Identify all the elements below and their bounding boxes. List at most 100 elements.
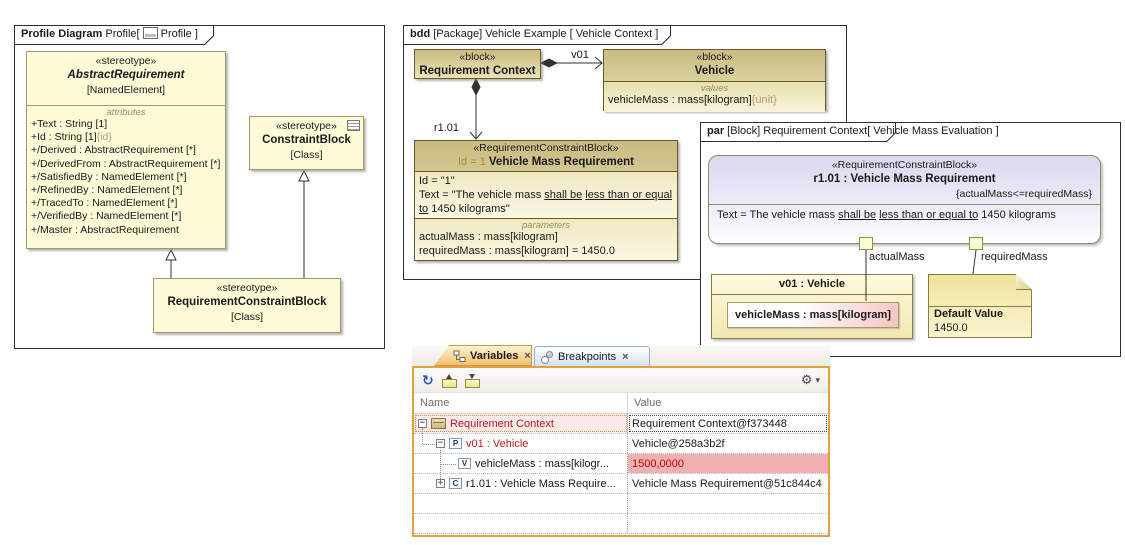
variable-value[interactable]: Vehicle Mass Requirement@51c844c4	[632, 477, 822, 490]
column-header-name[interactable]: Name	[414, 393, 628, 413]
panel-body: ↻ ⚙ ▾ Name Value − Requirement Context	[412, 366, 830, 537]
default-value-note[interactable]: Default Value 1450.0	[928, 274, 1032, 338]
port-required-mass[interactable]	[969, 237, 983, 250]
tree-connector	[422, 428, 423, 444]
table-row-empty	[414, 494, 828, 514]
port-label-required-mass: requiredMass	[981, 251, 1048, 263]
attribute-row: +/Derived : AbstractRequirement [*]	[27, 144, 225, 157]
metaclass-label: [NamedElement]	[86, 84, 166, 96]
text-segment-underlined: shall be	[544, 189, 583, 201]
text-segment: 1450 kilograms"	[428, 203, 510, 215]
gear-icon[interactable]: ⚙	[800, 372, 813, 387]
attribute-text: +/Derived : AbstractRequirement [*]	[31, 144, 196, 157]
close-icon[interactable]: ×	[622, 350, 629, 363]
attribute-row: +/Master : AbstractRequirement	[27, 224, 225, 237]
tab-breakpoints[interactable]: Breakpoints ×	[534, 346, 650, 366]
stereotype-label: «stereotype»	[95, 55, 157, 67]
caret-down-icon[interactable]: ▾	[815, 374, 820, 385]
bdd-frame[interactable]: bdd [Package] Vehicle Example [ Vehicle …	[403, 25, 847, 280]
stereotype-constraint-block[interactable]: «stereotype» ConstraintBlock [Class]	[249, 116, 364, 170]
block-requirement-context[interactable]: «block» Requirement Context	[414, 49, 541, 79]
variables-panel: Variables × Breakpoints × ↻ ⚙ ▾ Name	[412, 345, 830, 537]
value-binding-vehicle-mass[interactable]: vehicleMass : mass[kilogram]	[727, 302, 899, 328]
variable-name: Requirement Context	[450, 417, 554, 430]
frame-kind: bdd	[410, 28, 431, 40]
tree-connector	[440, 450, 441, 483]
note-value: 1450.0	[934, 322, 968, 334]
id-line: Id = "1"	[419, 175, 455, 187]
stereotype-label: «stereotype»	[276, 120, 337, 132]
frame-header-tab: bdd [Package] Vehicle Example [ Vehicle …	[403, 25, 671, 45]
close-icon[interactable]: ×	[524, 349, 531, 362]
attribute-text: +Id : String [1]	[31, 131, 97, 144]
column-header-value[interactable]: Value	[634, 397, 662, 409]
profile-diagram-frame[interactable]: Profile Diagram Profile[Profile ] «stere…	[14, 25, 385, 349]
vehicle-mass-requirement-block[interactable]: «RequirementConstraintBlock» Id = 1 Vehi…	[414, 140, 678, 261]
refresh-icon[interactable]: ↻	[422, 372, 434, 388]
attribute-row: +/DerivedFrom : AbstractRequirement [*]	[27, 158, 225, 171]
variable-name: vehicleMass : mass[kilogr...	[475, 457, 609, 470]
frame-header-text: bdd [Package] Vehicle Example [ Vehicle …	[403, 25, 671, 43]
constraint-expression: {actualMass<=requiredMass}	[956, 188, 1092, 200]
stereotype-requirement-constraint-block[interactable]: «stereotype» RequirementConstraintBlock …	[153, 278, 341, 333]
variable-value[interactable]: Vehicle@258a3b2f	[632, 437, 725, 450]
compartment-label: values	[700, 83, 729, 94]
id-prefix: Id = 1	[458, 156, 486, 168]
block-name: Requirement Context	[419, 65, 536, 77]
value-property: vehicleMass : mass[kilogram]{unit}	[604, 94, 825, 106]
variable-value[interactable]: 1500,0000	[628, 454, 828, 473]
part-v01-vehicle[interactable]: v01 : Vehicle vehicleMass : mass[kilogra…	[711, 274, 913, 339]
frame-header-text: Profile Diagram Profile[Profile ]	[14, 25, 214, 43]
attribute-text: +/RefinedBy : NamedElement [*]	[31, 184, 183, 197]
association-role-v01[interactable]: v01	[571, 49, 589, 61]
attributes-list: +Text : String [1] +Id : String [1]{id} …	[27, 118, 225, 237]
text-segment: Text = The vehicle mass	[717, 209, 839, 221]
tab-variables[interactable]: Variables ×	[434, 345, 532, 366]
text-segment: Text = "The vehicle mass	[419, 189, 545, 201]
expand-all-icon[interactable]	[441, 374, 457, 388]
stereotype-abstract-requirement[interactable]: «stereotype» AbstractRequirement [NamedE…	[26, 51, 226, 249]
tab-label: Breakpoints	[558, 350, 617, 363]
attribute-text: +/SatisfiedBy : NamedElement [*]	[31, 170, 187, 183]
table-row-empty	[414, 514, 828, 534]
port-actual-mass[interactable]	[859, 237, 873, 250]
variables-table: − Requirement Context Requirement Contex…	[414, 414, 828, 535]
constraint-property-r101[interactable]: «RequirementConstraintBlock» r1.01 : Veh…	[708, 155, 1101, 244]
metaclass-label: [Class]	[230, 311, 264, 323]
par-frame[interactable]: par [Block] Requirement Context[ Vehicle…	[700, 122, 1121, 357]
variable-name: r1.01 : Vehicle Mass Require...	[466, 477, 616, 490]
association-role-r101[interactable]: r1.01	[433, 122, 459, 134]
stereotype-label: «block»	[696, 51, 733, 63]
constraint-property-icon: C	[449, 478, 462, 489]
compartment-label: attributes	[106, 107, 146, 118]
variable-name: v01 : Vehicle	[466, 437, 529, 450]
table-header: Name Value	[414, 393, 828, 414]
collapse-all-icon[interactable]	[464, 374, 480, 388]
table-row[interactable]: − Requirement Context Requirement Contex…	[414, 414, 828, 434]
variables-tree-icon	[453, 350, 466, 362]
attribute-text: +/Master : AbstractRequirement	[31, 223, 179, 236]
note-title: Default Value	[934, 308, 1004, 320]
table-row[interactable]: + C r1.01 : Vehicle Mass Require... Vehi…	[414, 474, 828, 494]
attribute-row: +Id : String [1]{id}	[27, 131, 225, 144]
table-row[interactable]: − P v01 : Vehicle Vehicle@258a3b2f	[414, 434, 828, 454]
collapse-expander-icon[interactable]: −	[436, 438, 445, 448]
table-row[interactable]: V vehicleMass : mass[kilogr... 1500,0000	[414, 454, 828, 474]
block-name-line: Id = 1 Vehicle Mass Requirement	[415, 155, 677, 170]
tree-connector	[441, 464, 456, 465]
attribute-text: +/TracedTo : NamedElement [*]	[31, 197, 178, 210]
frame-subtitle-post: Profile ]	[160, 28, 198, 40]
frame-kind: par	[707, 125, 725, 137]
text-segment: 1450 kilograms	[978, 209, 1056, 221]
text-segment-underlined: shall be	[838, 209, 877, 221]
stereotype-label: «block»	[459, 51, 496, 63]
variable-value[interactable]: Requirement Context@f373448	[628, 414, 828, 433]
block-vehicle[interactable]: «block» Vehicle values vehicleMass : mas…	[603, 49, 826, 112]
port-label-actual-mass: actualMass	[869, 251, 925, 263]
stereotype-label: «RequirementConstraintBlock»	[473, 142, 619, 154]
stereotype-label: «RequirementConstraintBlock»	[831, 159, 978, 171]
collapse-expander-icon[interactable]: −	[418, 418, 427, 428]
attribute-row: +/VerifiedBy : NamedElement [*]	[27, 210, 225, 223]
tab-label: Variables	[470, 349, 519, 362]
